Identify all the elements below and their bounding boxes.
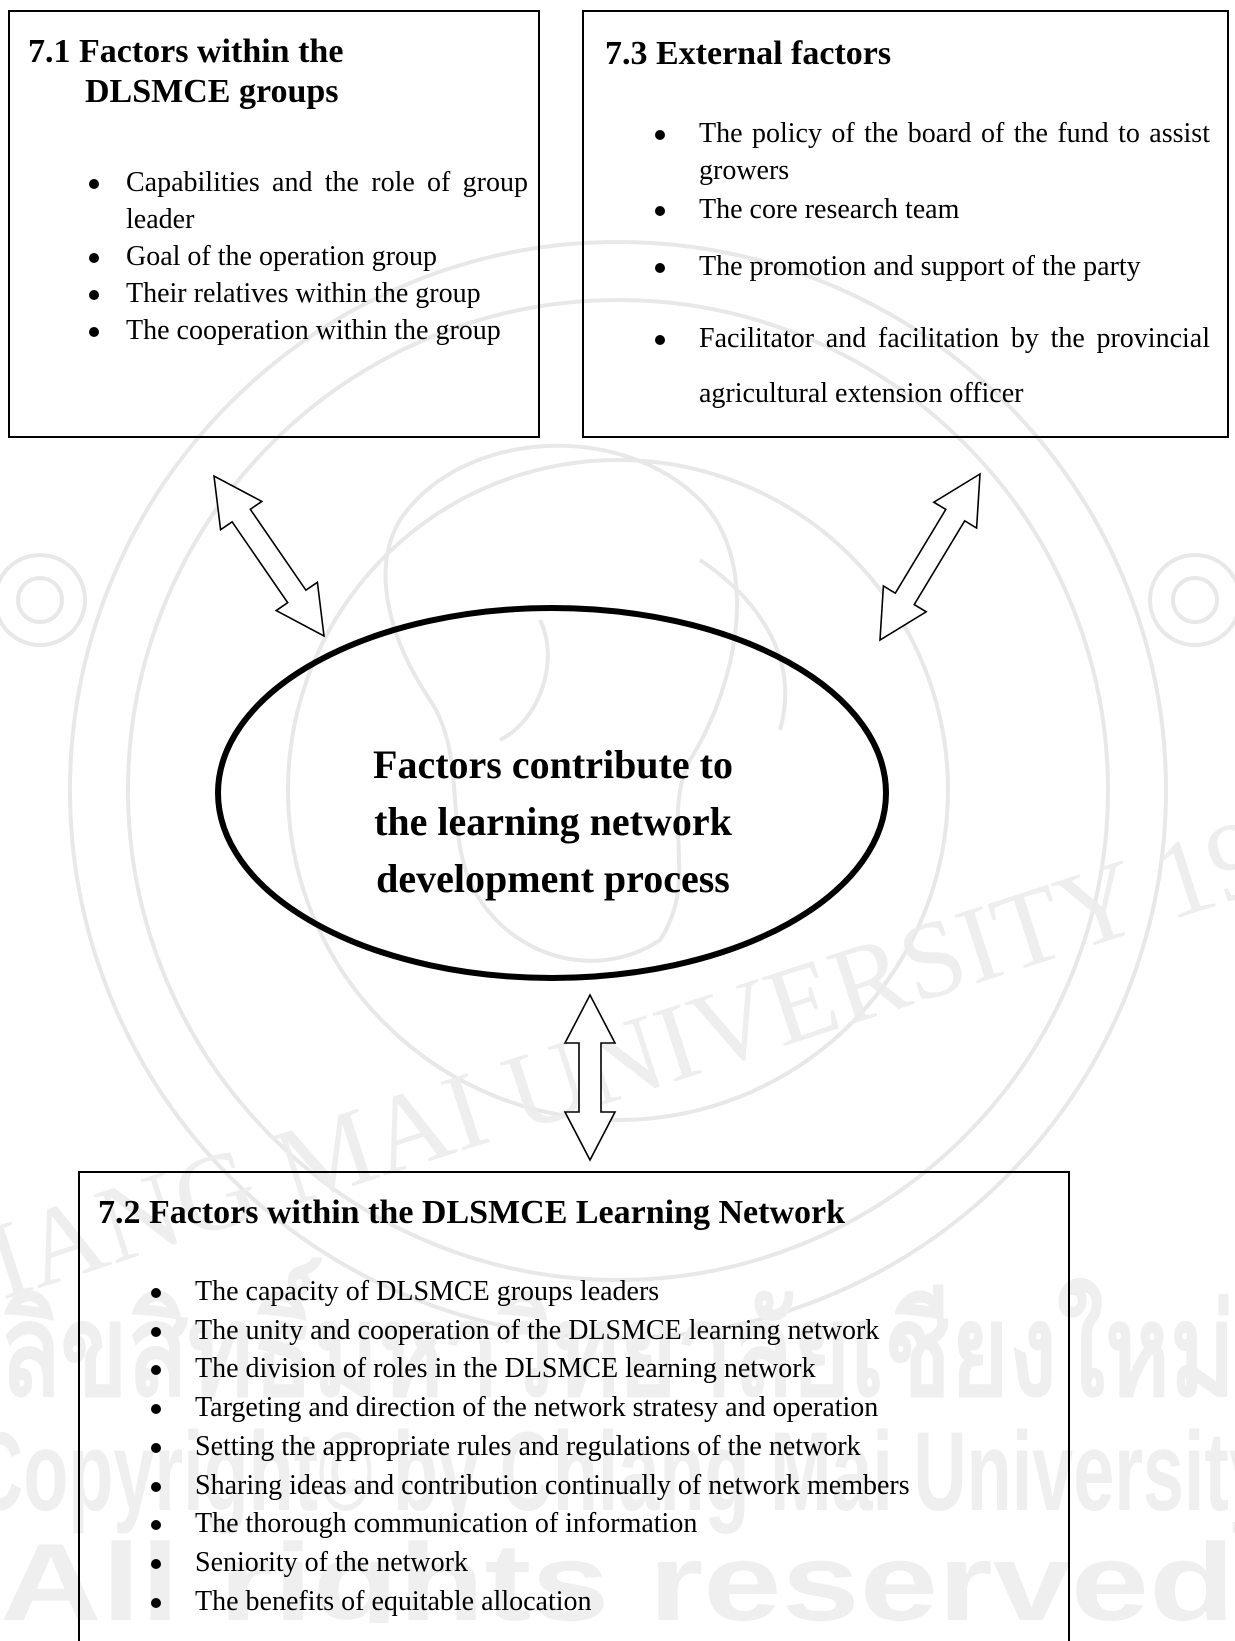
list-item: The unity and cooperation of the DLSMCE … [151, 1312, 1055, 1351]
list-item: Sharing ideas and contribution continual… [151, 1467, 1055, 1506]
list-item: The promotion and support of the party [655, 248, 1210, 285]
watermark-banner-line2: Copyright© by Chiang Mai University [0, 1409, 1235, 1534]
list-item: Capabilities and the role of group leade… [89, 164, 528, 238]
double-arrow-right [879, 472, 981, 642]
list-item: The division of roles in the DLSMCE lear… [151, 1350, 1055, 1389]
central-factor-label: Factors contribute to the learning netwo… [328, 736, 778, 907]
watermark-banner-line1: ลิขสิทธิ์มหาวิทยาลัยเชียงใหม่ [0, 1257, 1235, 1423]
list-item: Their relatives within the group [89, 275, 528, 312]
list-item: The thorough communication of informatio… [151, 1505, 1055, 1544]
external-factors-box: 7.3 External factors The policy of the b… [582, 10, 1229, 438]
box-7-1-title-line2: DLSMCE groups [85, 73, 339, 110]
central-label-line1: Factors contribute to [373, 742, 733, 787]
central-ellipse [215, 605, 889, 981]
box-7-1-title-line1: 7.1 Factors within the [28, 33, 344, 70]
factors-within-groups-box: 7.1 Factors within the DLSMCE groups Cap… [8, 10, 540, 438]
box-7-1-title: 7.1 Factors within the DLSMCE groups [28, 32, 428, 112]
list-item: Seniority of the network [151, 1544, 1055, 1583]
box-7-2-title: 7.2 Factors within the DLSMCE Learning N… [98, 1194, 846, 1231]
list-item: The capacity of DLSMCE groups leaders [151, 1273, 1055, 1312]
list-item: Facilitator and facilitation by the prov… [655, 311, 1210, 421]
list-item: The core research team [655, 191, 1210, 228]
box-7-3-list: The policy of the board of the fund to a… [655, 115, 1210, 421]
list-item: The cooperation within the group [89, 312, 528, 349]
double-arrow-bottom [563, 993, 617, 1162]
list-item: Setting the appropriate rules and regula… [151, 1428, 1055, 1467]
central-label-line2: the learning network [374, 799, 732, 844]
learning-network-factors-box: 7.2 Factors within the DLSMCE Learning N… [78, 1171, 1070, 1641]
double-arrow-left [213, 474, 325, 638]
list-item: The benefits of equitable allocation [151, 1583, 1055, 1622]
box-7-1-list: Capabilities and the role of group leade… [89, 164, 528, 349]
box-7-3-title: 7.3 External factors [605, 35, 892, 72]
list-item: Targeting and direction of the network s… [151, 1389, 1055, 1428]
list-item: Goal of the operation group [89, 238, 528, 275]
list-item: The policy of the board of the fund to a… [655, 115, 1210, 189]
central-label-line3: development process [376, 856, 730, 901]
box-7-2-list: The capacity of DLSMCE groups leaders Th… [151, 1273, 1055, 1622]
watermark-banner-line3: All rights reserved [0, 1521, 1235, 1623]
